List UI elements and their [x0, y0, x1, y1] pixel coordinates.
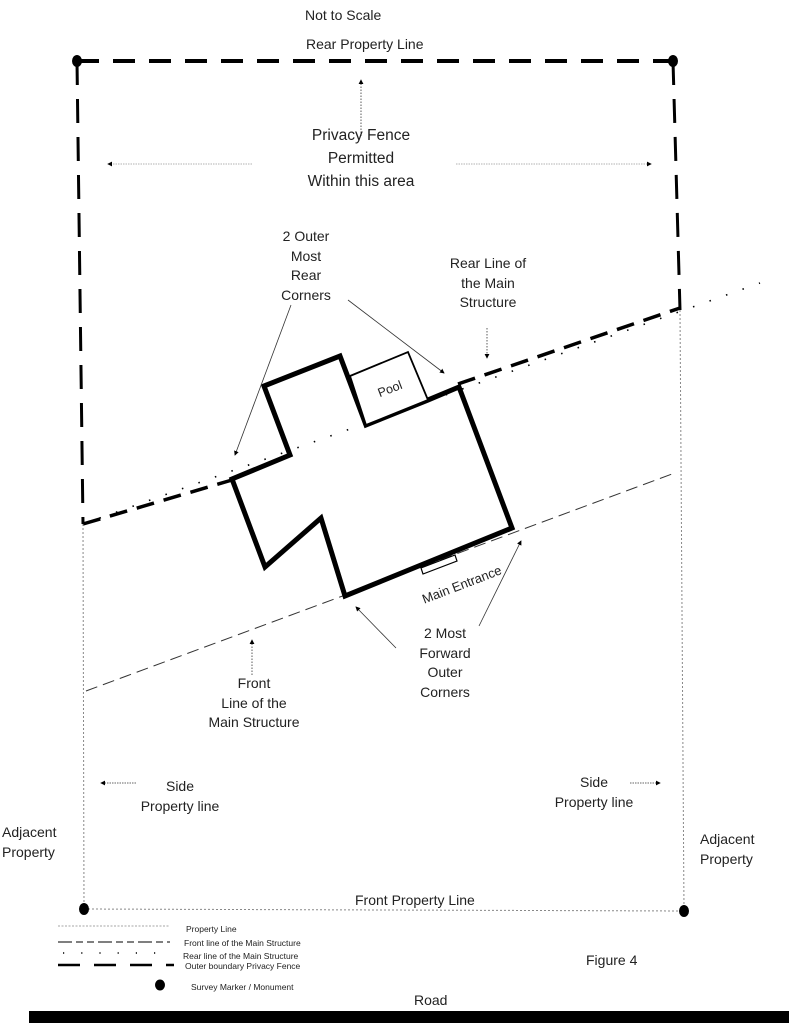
adjacent-right-line-1: Adjacent	[700, 831, 755, 847]
side-property-line-right-label: Side Property line	[542, 772, 646, 812]
adjacent-left-line-1: Adjacent	[2, 824, 57, 840]
property-lines	[82, 309, 685, 912]
front-line-main-line-3: Main Structure	[208, 714, 300, 730]
forward-corners-line-2: Forward	[419, 644, 471, 661]
survey-marker-rear-left	[72, 55, 82, 67]
forward-corners-line-1: 2 Most	[423, 625, 466, 641]
front-line-main-line-2: Line of the	[221, 694, 287, 711]
legend-item-property-line: Property Line	[186, 924, 237, 934]
road-bar	[29, 1011, 789, 1023]
outer-rear-corners-label: 2 Outer Most Rear Corners	[266, 227, 346, 305]
front-line-main-label: Front Line of the Main Structure	[196, 674, 312, 733]
rear-property-line-label: Rear Property Line	[306, 36, 424, 52]
survey-marker-front-left	[79, 903, 89, 915]
rear-line-main-line-1: Rear Line of	[449, 255, 527, 271]
main-entrance-stoop	[420, 554, 458, 575]
front-property-line-label: Front Property Line	[355, 892, 475, 908]
adjacent-right-line-2: Property	[700, 850, 753, 867]
side-left-line-1: Side	[165, 778, 195, 794]
rear-line-main-line-2: the Main	[461, 274, 515, 291]
outer-rear-corners-line-3: Rear	[290, 267, 322, 283]
side-right-line-1: Side	[579, 774, 609, 790]
privacy-fence	[75, 59, 682, 526]
privacy-fence-line-3: Within this area	[307, 173, 415, 190]
rear-line-main-line-3: Structure	[459, 294, 517, 310]
privacy-fence-line-2: Permitted	[327, 150, 395, 167]
annotation-arrows	[100, 79, 661, 786]
survey-marker-rear-right	[668, 55, 678, 67]
legend-item-front-line: Front line of the Main Structure	[184, 938, 301, 948]
outer-rear-corners-line-1: 2 Outer	[282, 228, 330, 244]
figure-label: Figure 4	[586, 952, 638, 968]
legend-samples	[58, 925, 174, 991]
adjacent-left-line-2: Property	[2, 843, 55, 860]
legend-item-survey-marker: Survey Marker / Monument	[191, 982, 294, 992]
forward-corners-line-4: Corners	[420, 683, 470, 700]
front-line-main-line-1: Front	[237, 675, 271, 691]
legend-item-privacy-fence: Outer boundary Privacy Fence	[185, 961, 301, 971]
scale-note: Not to Scale	[305, 7, 382, 23]
privacy-fence-line-1: Privacy Fence	[311, 127, 411, 144]
survey-marker-front-right	[679, 905, 689, 917]
forward-corners-label: 2 Most Forward Outer Corners	[400, 624, 490, 702]
outer-rear-corners-line-2: Most	[290, 247, 322, 264]
adjacent-property-right-label: Adjacent Property	[700, 830, 772, 869]
rear-line-main-label: Rear Line of the Main Structure	[440, 254, 536, 313]
outer-rear-corners-line-4: Corners	[281, 286, 331, 303]
survey-markers	[72, 55, 689, 917]
side-left-line-2: Property line	[140, 798, 220, 814]
legend-item-rear-line: Rear line of the Main Structure	[183, 951, 299, 961]
legend-sample-survey-marker	[155, 979, 165, 991]
pool-outline	[348, 350, 430, 427]
privacy-fence-label: Privacy Fence Permitted Within this area	[296, 124, 426, 193]
side-right-line-2: Property line	[554, 794, 634, 810]
forward-corners-line-3: Outer	[427, 664, 463, 680]
side-property-line-left-label: Side Property line	[128, 776, 232, 816]
adjacent-property-left-label: Adjacent Property	[2, 823, 72, 862]
road-label: Road	[414, 992, 448, 1008]
